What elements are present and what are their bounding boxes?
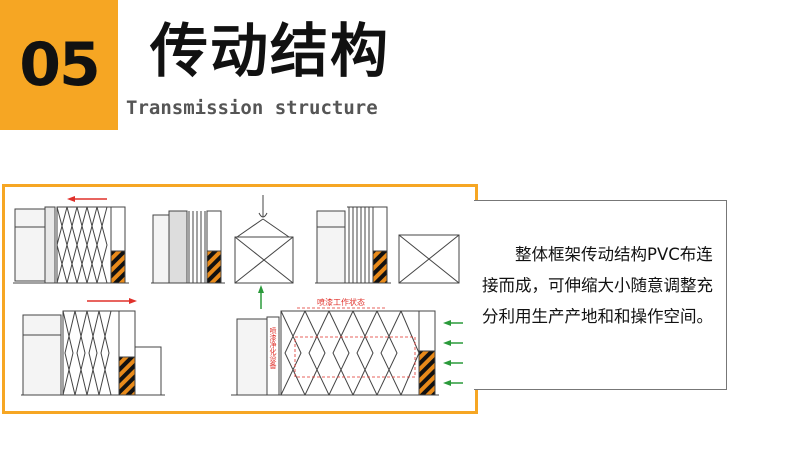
booth-retracted-diagram bbox=[151, 195, 294, 284]
booth-extended-diagram bbox=[13, 196, 129, 284]
booth-extending-diagram bbox=[21, 298, 165, 396]
purify-label: 喷漆净化设备 bbox=[269, 326, 277, 370]
section-title: 传动结构 bbox=[150, 17, 391, 85]
booth-with-box-diagram bbox=[315, 206, 460, 284]
description-box: 整体框架传动结构PVC布连接而成，可伸缩大小随意调整充分利用生产产地和和操作空间… bbox=[474, 200, 727, 390]
section-number: 05 bbox=[19, 30, 100, 100]
transmission-diagram: 喷漆净化设备 喷漆工作状态 bbox=[13, 195, 463, 396]
spray-state-label: 喷漆工作状态 bbox=[317, 297, 365, 307]
section-number-badge: 05 bbox=[0, 0, 118, 130]
airflow-arrows bbox=[449, 322, 463, 384]
crane-box-diagram bbox=[234, 195, 294, 284]
section-subtitle: Transmission structure bbox=[126, 97, 378, 119]
spray-working-diagram: 喷漆净化设备 喷漆工作状态 bbox=[231, 285, 463, 396]
description-text: 整体框架传动结构PVC布连接而成，可伸缩大小随意调整充分利用生产产地和和操作空间… bbox=[482, 245, 713, 326]
transmission-diagram-panel: 喷漆净化设备 喷漆工作状态 bbox=[2, 184, 478, 414]
